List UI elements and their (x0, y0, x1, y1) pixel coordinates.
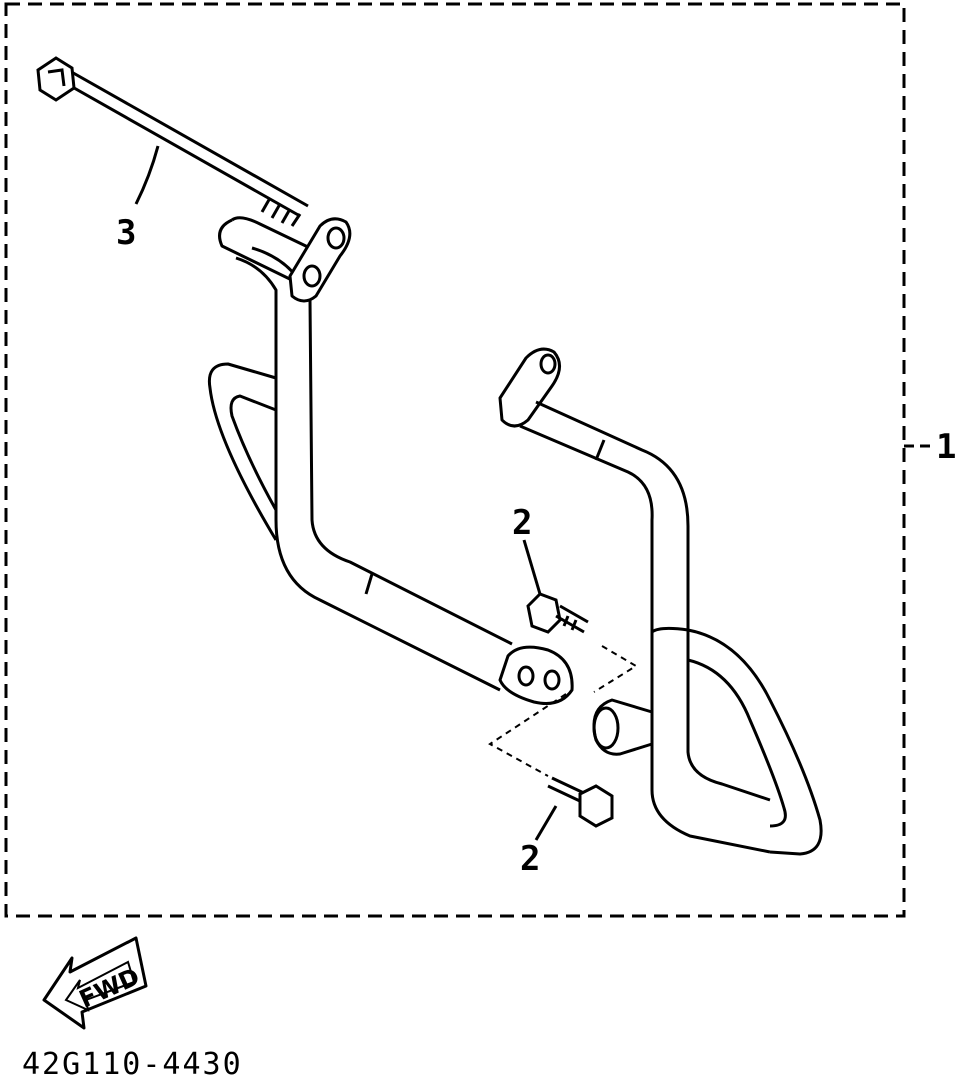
callout-3-leader (134, 145, 160, 205)
callout-2-upper-label: 2 (512, 503, 532, 543)
alignment-lines (488, 645, 638, 777)
callout-2-lower-leader (534, 805, 558, 841)
callout-1-label: 1 (936, 427, 955, 467)
bolt-lower-part (547, 776, 614, 828)
right-guard-bar (498, 347, 823, 856)
long-bolt-part (36, 56, 309, 227)
bolt-upper-part (526, 592, 589, 634)
fwd-arrow-icon: FWD (42, 936, 148, 1030)
callout-3-label: 3 (116, 213, 136, 253)
assembly-boundary (4, 2, 906, 918)
callout-2-lower-label: 2 (520, 839, 540, 879)
left-guard-bar (207, 216, 574, 705)
callout-2-upper-leader (522, 539, 542, 595)
diagram-part-number: 42G110-4430 (22, 1047, 243, 1077)
